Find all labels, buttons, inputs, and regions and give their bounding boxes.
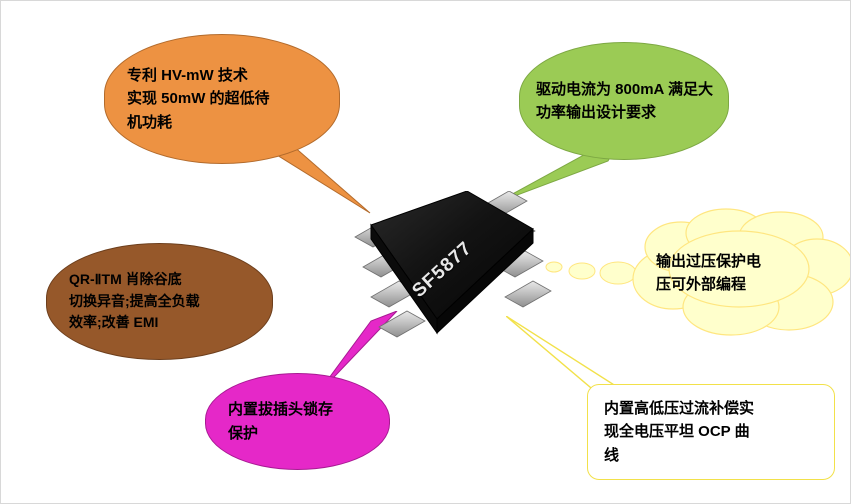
callout-yellowbox[interactable]: 内置高低压过流补偿实 现全电压平坦 OCP 曲 线 [587, 384, 835, 480]
callout-green-text: 驱动电流为 800mA 满足大 功率输出设计要求 [536, 80, 713, 121]
callout-brown-text: QR-ⅡTM 肖除谷底 切换异音;提高全负载 效率;改善 EMI [69, 270, 200, 331]
chip-body-side2 [436, 227, 534, 335]
callout-orange[interactable]: 专利 HV-mW 技术 实现 50mW 的超低待 机功耗 [104, 34, 340, 164]
chip-svg [354, 190, 552, 338]
callout-yellowbox-text: 内置高低压过流补偿实 现全电压平坦 OCP 曲 线 [604, 400, 755, 464]
callout-green[interactable]: 驱动电流为 800mA 满足大 功率输出设计要求 [519, 42, 729, 160]
callout-orange-text: 专利 HV-mW 技术 实现 50mW 的超低待 机功耗 [127, 67, 270, 131]
callout-cloud-text: 输出过压保护电 压可外部编程 [656, 252, 762, 293]
callout-cloud[interactable]: 输出过压保护电 压可外部编程 [626, 217, 850, 329]
callout-brown[interactable]: QR-ⅡTM 肖除谷底 切换异音;提高全负载 效率;改善 EMI [46, 243, 273, 360]
callout-magenta-text: 内置拔插头锁存 保护 [228, 401, 334, 442]
chip-graphic: SF5877 [349, 190, 559, 351]
callout-magenta[interactable]: 内置拔插头锁存 保护 [205, 373, 390, 470]
